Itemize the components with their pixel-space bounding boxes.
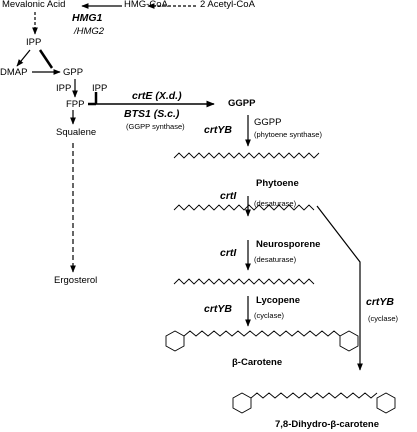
arrow-ipp-gpp (38, 49, 54, 69)
dihydro-ring-right (376, 392, 396, 414)
beta-carotene-ring-right (339, 330, 359, 352)
arrow-neurosporene-dihydro (316, 205, 363, 371)
acetyl-coa-label: 2 Acetyl-CoA (200, 0, 255, 10)
arrow-ipp-dmap (16, 49, 31, 67)
beta-carotene-chain (183, 330, 341, 337)
ipp-mid-label: IPP (56, 83, 72, 94)
neurosporene-structure (173, 204, 315, 211)
crti-1-label: crtI (220, 190, 237, 202)
crti-2-label: crtI (220, 247, 237, 259)
desaturase-1-label: (desaturase) (254, 199, 297, 208)
ergosterol-label: Ergosterol (54, 275, 98, 286)
cyclase-1-label: (cyclase) (254, 311, 285, 320)
lycopene-label: Lycopene (256, 295, 300, 306)
beta-carotene-label: β-Carotene (232, 357, 283, 368)
hmg2-label: /HMG2 (74, 26, 105, 37)
dmap-label: DMAP (0, 67, 28, 78)
fpp-label: FPP (66, 99, 85, 110)
crte-label: crtE (X.d.) (132, 90, 182, 102)
phytoene-synthase-label: (phytoene synthase) (254, 130, 322, 139)
desaturase-2-label: (desaturase) (254, 255, 297, 264)
ipp-fpp-label: IPP (92, 83, 108, 94)
dihydro-ring-left (232, 392, 252, 414)
bts1-label: BTS1 (S.c.) (124, 108, 180, 120)
crtyb-2-label: crtYB (204, 303, 233, 315)
crtyb-1-label: crtYB (204, 124, 233, 136)
beta-carotene-ring-left (165, 330, 185, 352)
squalene-label: Squalene (56, 127, 97, 138)
ggpp-small-label: GGPP (254, 117, 282, 128)
ggpp-synthase-label: (GGPP synthase) (126, 122, 185, 131)
neurosporene-label: Neurosporene (256, 239, 321, 250)
phytoene-structure (173, 152, 320, 159)
lycopene-structure (173, 278, 315, 285)
cyclase-2-label: (cyclase) (368, 314, 399, 323)
ggpp-label: GGPP (228, 98, 256, 109)
ipp-top-label: IPP (26, 37, 42, 48)
dihydro-beta-carotene-label: 7,8-Dihydro-β-carotene (275, 419, 379, 430)
mevalonic-acid-label: Mevalonic Acid (2, 0, 66, 10)
phytoene-label: Phytoene (256, 178, 299, 189)
crtyb-3-label: crtYB (366, 296, 395, 308)
dihydro-chain (250, 392, 378, 399)
hmg1-label: HMG1 (72, 12, 103, 24)
gpp-label: GPP (63, 67, 84, 78)
hmg-coa-label: HMG-CoA (124, 0, 168, 10)
